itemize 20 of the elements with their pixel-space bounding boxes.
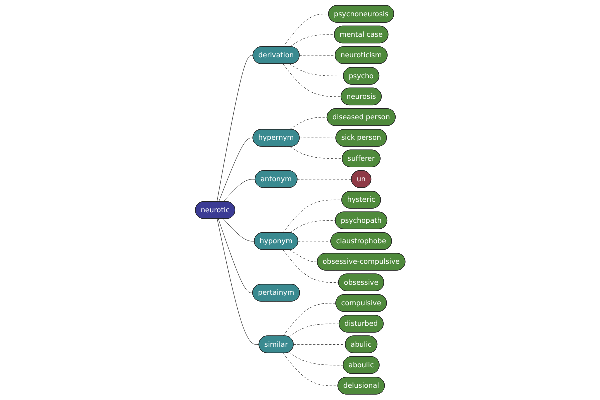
connector xyxy=(218,218,253,294)
connector xyxy=(289,34,334,48)
connector xyxy=(288,352,344,366)
connector xyxy=(282,14,329,48)
connector xyxy=(289,117,328,130)
connector xyxy=(282,250,339,284)
connector xyxy=(216,55,254,202)
connector xyxy=(289,146,342,160)
connector xyxy=(289,250,318,262)
connector xyxy=(289,220,336,234)
connector xyxy=(293,344,346,346)
connector xyxy=(218,138,254,202)
connector xyxy=(289,64,344,76)
connector xyxy=(222,218,254,242)
connector xyxy=(282,353,338,386)
connector xyxy=(222,179,256,202)
connector xyxy=(298,241,331,242)
connector xyxy=(216,218,260,346)
connector xyxy=(282,303,336,336)
connector xyxy=(282,64,342,98)
